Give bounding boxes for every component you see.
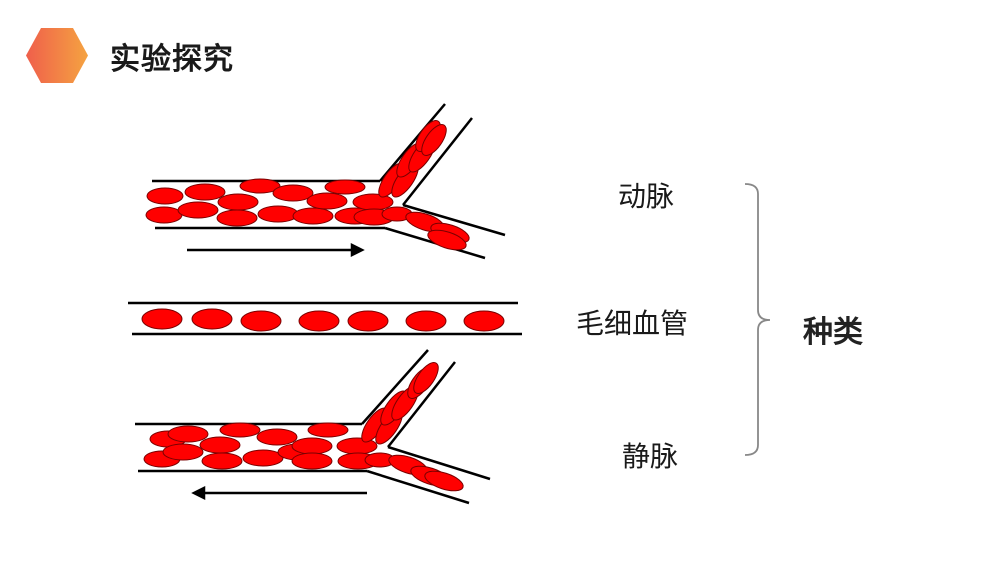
capillary-diagram bbox=[128, 301, 522, 336]
label-vein: 静脉 bbox=[622, 440, 679, 473]
artery-flow-arrow bbox=[187, 242, 365, 258]
label-group-kind: 种类 bbox=[803, 315, 863, 350]
hexagon-icon bbox=[26, 28, 88, 83]
vein-flow-arrow bbox=[191, 485, 367, 501]
page-title: 实验探究 bbox=[110, 42, 234, 77]
capillary-cells bbox=[141, 308, 505, 332]
curly-brace bbox=[744, 183, 771, 456]
label-capillary: 毛细血管 bbox=[576, 307, 689, 340]
label-artery: 动脉 bbox=[618, 180, 675, 213]
artery-cells bbox=[145, 120, 470, 251]
vein-cells bbox=[143, 362, 464, 492]
